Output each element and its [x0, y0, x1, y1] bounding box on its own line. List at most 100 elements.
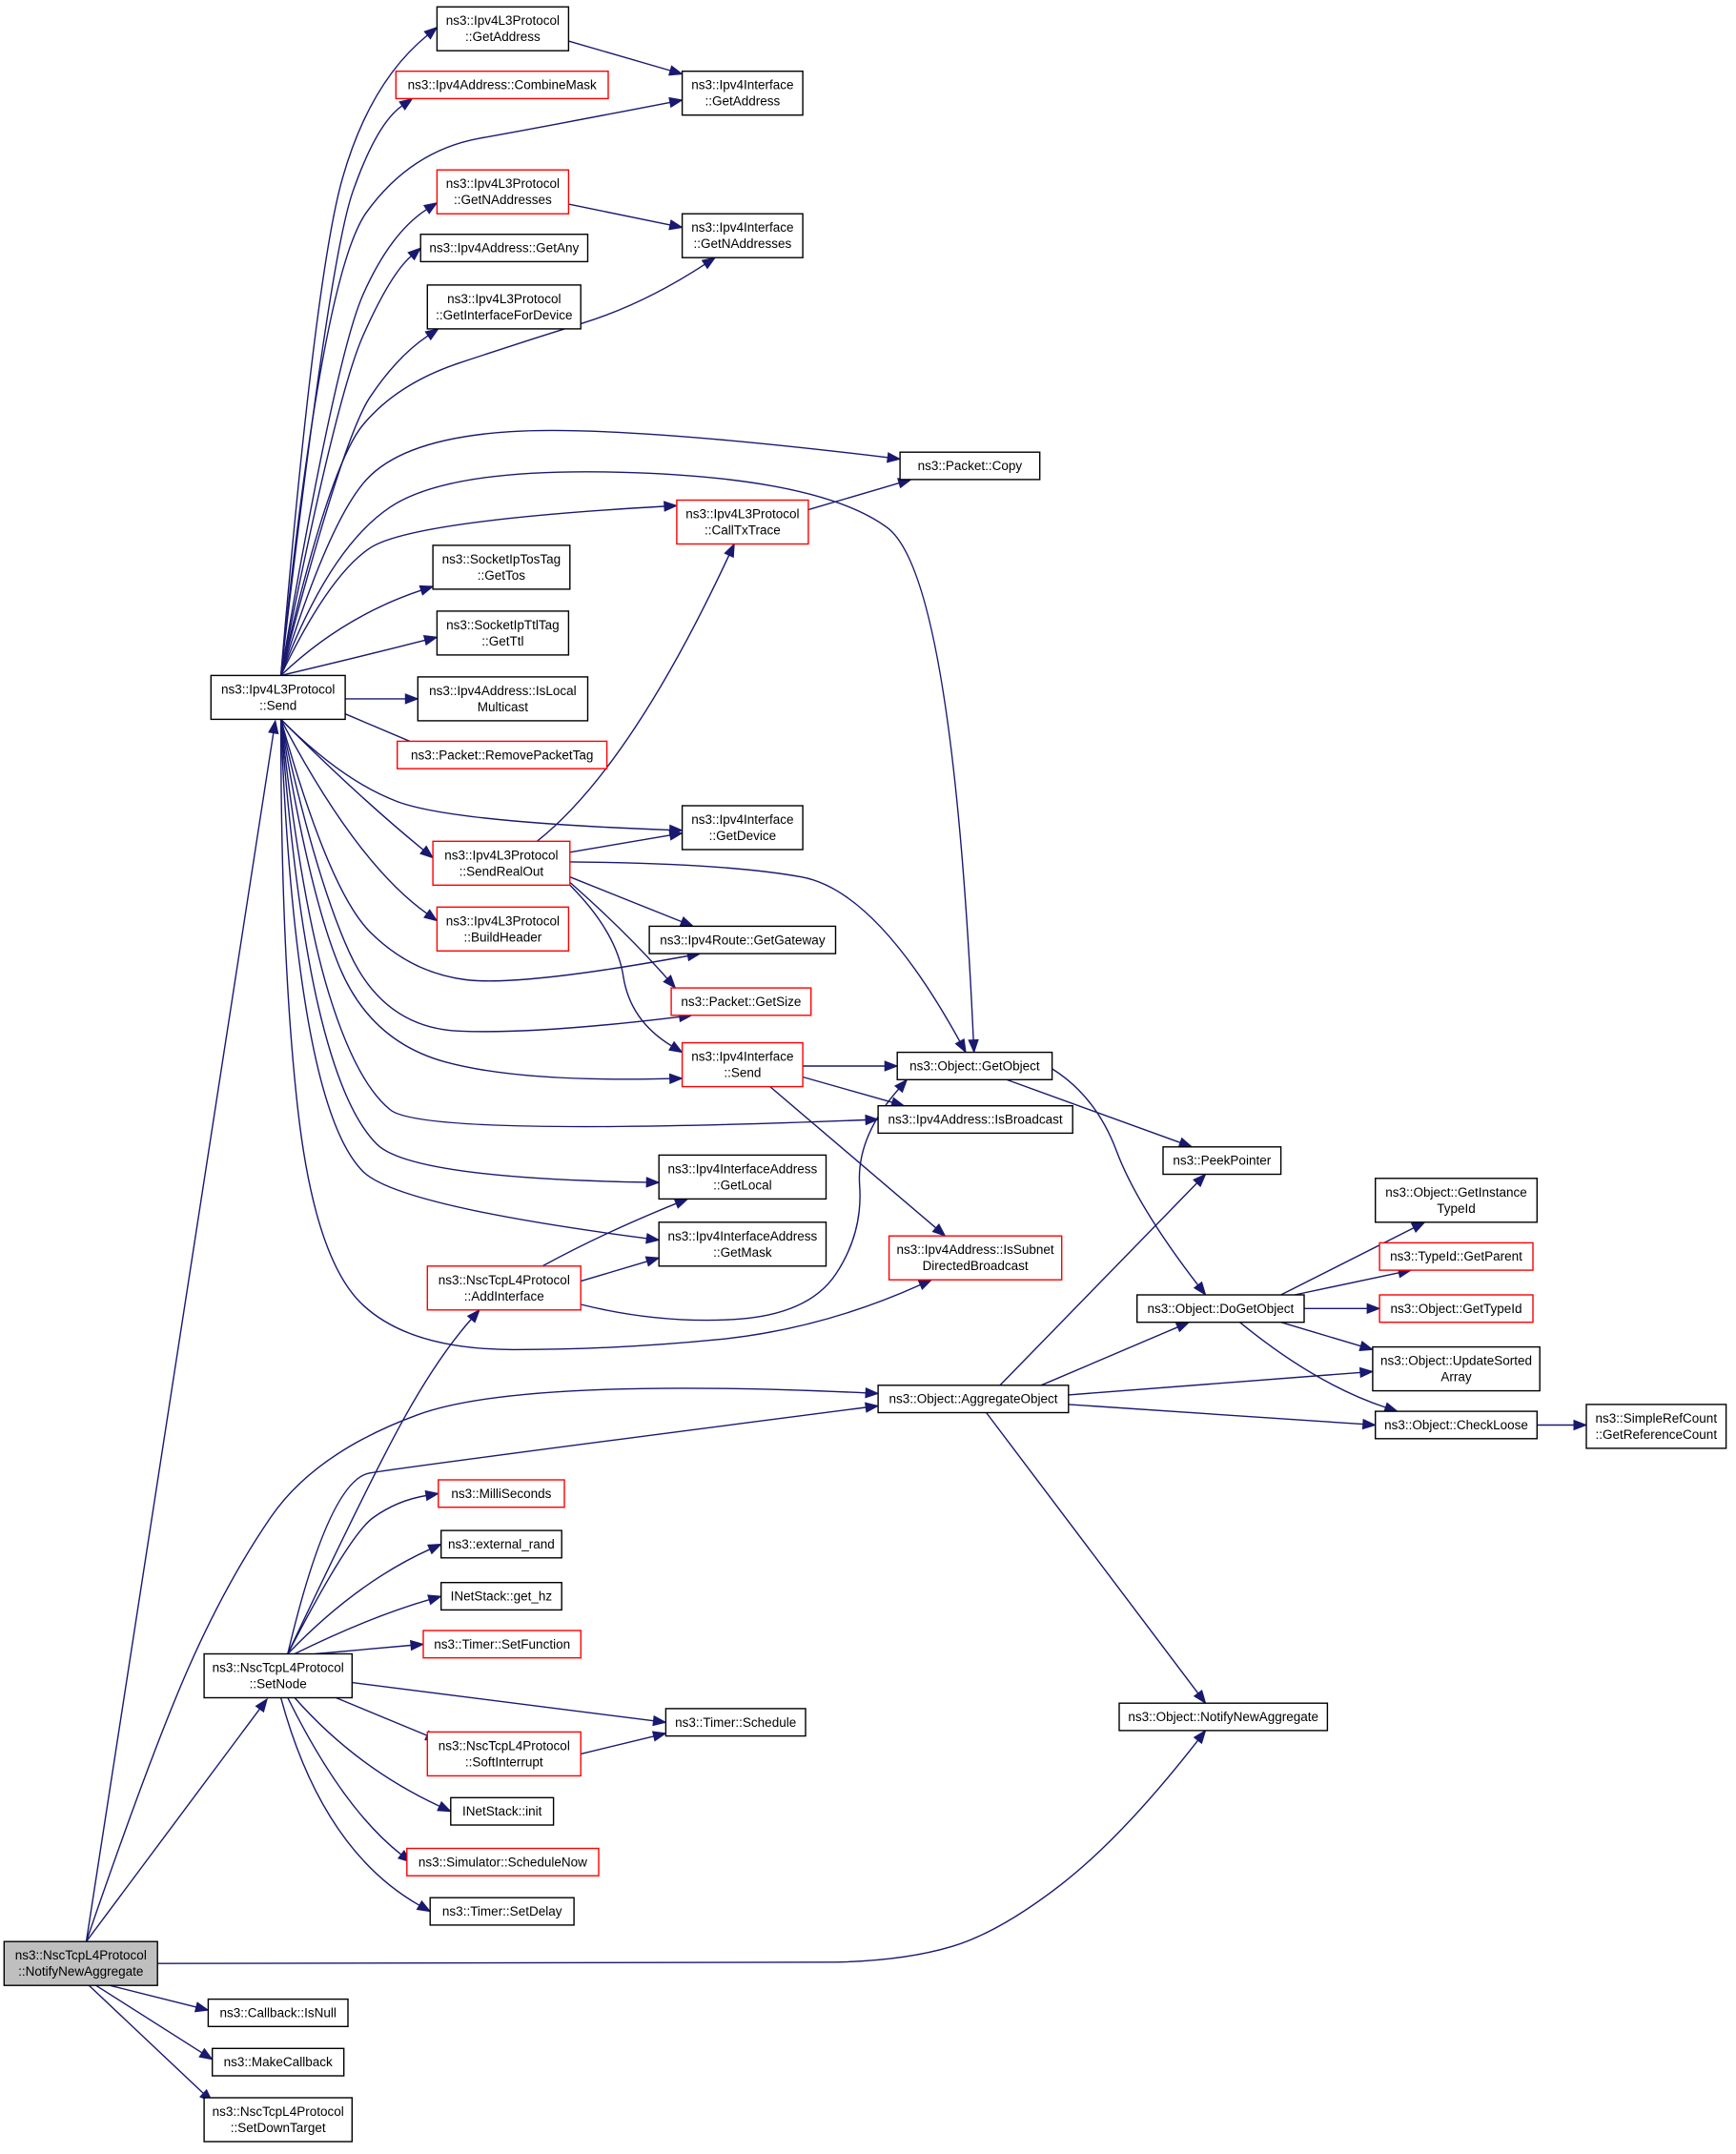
node-checkloose[interactable]: ns3::Object::CheckLoose	[1374, 1410, 1538, 1440]
node-label: ::GetAddress	[705, 94, 781, 109]
node-packet_copy[interactable]: ns3::Packet::Copy	[899, 451, 1041, 481]
node-removepackettag[interactable]: ns3::Packet::RemovePacketTag	[397, 740, 608, 769]
node-inetstack_init[interactable]: INetStack::init	[450, 1796, 555, 1826]
arrowhead-icon	[645, 1177, 661, 1188]
node-packet_getsize[interactable]: ns3::Packet::GetSize	[670, 987, 812, 1016]
node-box	[419, 233, 589, 263]
node-combinemask[interactable]: ns3::Ipv4Address::CombineMask	[395, 70, 609, 100]
edge-ipv4l3_send-to-islocalmulticast	[345, 693, 419, 705]
node-timer_schedule[interactable]: ns3::Timer::Schedule	[664, 1708, 807, 1737]
node-schedulenow[interactable]: ns3::Simulator::ScheduleNow	[406, 1847, 600, 1877]
arrowhead-icon	[255, 1697, 269, 1713]
edge-line	[807, 482, 900, 511]
node-label: INetStack::init	[462, 1804, 542, 1818]
node-sendrealout[interactable]: ns3::Ipv4L3Protocol::SendRealOut	[432, 840, 571, 886]
arrowhead-icon	[931, 1223, 947, 1238]
node-gettypeid[interactable]: ns3::Object::GetTypeId	[1379, 1294, 1534, 1323]
edge-line	[1006, 1078, 1181, 1143]
node-ipv4l3_getaddress[interactable]: ns3::Ipv4L3Protocol::GetAddress	[436, 6, 570, 51]
node-label: ns3::Object::NotifyNewAggregate	[1128, 1710, 1318, 1724]
edge-setnode-to-setdelay	[279, 1697, 432, 1913]
node-aggregateobject[interactable]: ns3::Object::AggregateObject	[877, 1385, 1070, 1414]
node-box	[417, 676, 589, 722]
arrowhead-icon	[668, 219, 684, 231]
node-box	[681, 1041, 804, 1088]
node-box	[1118, 1702, 1329, 1732]
node-getmask[interactable]: ns3::Ipv4InterfaceAddress::GetMask	[658, 1221, 827, 1267]
node-getifacefordevice[interactable]: ns3::Ipv4L3Protocol::GetInterfaceForDevi…	[426, 284, 582, 330]
edge-line	[280, 718, 670, 831]
node-buildheader[interactable]: ns3::Ipv4L3Protocol::BuildHeader	[436, 906, 570, 952]
arrowhead-icon	[1174, 1322, 1191, 1333]
arrowhead-icon	[1177, 1137, 1194, 1148]
node-isnull[interactable]: ns3::Callback::IsNull	[207, 1998, 349, 2028]
edge-line	[287, 1697, 402, 1856]
node-box	[676, 499, 809, 545]
arrowhead-icon	[865, 1402, 880, 1413]
node-getlocal[interactable]: ns3::Ipv4InterfaceAddress::GetLocal	[658, 1154, 827, 1200]
arrowhead-icon	[423, 26, 439, 40]
node-ipv4l3_send[interactable]: ns3::Ipv4L3Protocol::Send	[210, 674, 346, 721]
node-ipv4iface_getnaddresses[interactable]: ns3::Ipv4Interface::GetNAddresses	[681, 213, 804, 258]
edge-line	[279, 1697, 420, 1906]
node-label: ns3::Ipv4L3Protocol	[444, 848, 558, 862]
node-notify[interactable]: ns3::NscTcpL4Protocol::NotifyNewAggregat…	[3, 1940, 158, 1986]
arrowhead-icon	[1366, 1303, 1381, 1315]
edge-line	[287, 1494, 427, 1654]
arrowhead-icon	[644, 1256, 661, 1267]
node-setnode[interactable]: ns3::NscTcpL4Protocol::SetNode	[203, 1652, 354, 1699]
edge-setnode-to-milliseconds	[287, 1489, 440, 1654]
node-softinterrupt[interactable]: ns3::NscTcpL4Protocol::SoftInterrupt	[426, 1731, 582, 1777]
node-makecallback[interactable]: ns3::MakeCallback	[211, 2047, 345, 2077]
node-get_hz[interactable]: INetStack::get_hz	[440, 1581, 562, 1611]
node-box	[1585, 1404, 1727, 1449]
node-label: ns3::Callback::IsNull	[220, 2006, 337, 2021]
edge-line	[352, 1681, 654, 1722]
edge-setnode-to-schedulenow	[287, 1697, 413, 1863]
node-box	[440, 1581, 562, 1611]
edge-ipv4l3_send-to-calltxtrace	[279, 501, 679, 676]
node-setdelay[interactable]: ns3::Timer::SetDelay	[429, 1897, 575, 1926]
node-getany[interactable]: ns3::Ipv4Address::GetAny	[419, 233, 589, 263]
arrowhead-icon	[427, 1543, 442, 1555]
arrowhead-icon	[673, 1198, 689, 1209]
node-setdowntarget[interactable]: ns3::NscTcpL4Protocol::SetDownTarget	[203, 2097, 354, 2143]
edge-line	[1280, 1322, 1361, 1347]
node-getttl[interactable]: ns3::SocketIpTtlTag::GetTtl	[436, 610, 570, 656]
node-ipv4iface_getdevice[interactable]: ns3::Ipv4Interface::GetDevice	[681, 805, 804, 851]
node-object_notify[interactable]: ns3::Object::NotifyNewAggregate	[1118, 1702, 1329, 1732]
node-getreferencecount[interactable]: ns3::SimpleRefCount::GetReferenceCount	[1585, 1404, 1727, 1449]
node-addinterface[interactable]: ns3::NscTcpL4Protocol::AddInterface	[426, 1265, 582, 1311]
node-isbroadcast[interactable]: ns3::Ipv4Address::IsBroadcast	[877, 1104, 1073, 1135]
node-ipv4iface_getaddress[interactable]: ns3::Ipv4Interface::GetAddress	[681, 70, 804, 116]
node-label: ns3::Ipv4Interface	[691, 1050, 793, 1064]
arrowhead-icon	[423, 909, 439, 922]
edge-sendrealout-to-calltxtrace	[536, 543, 735, 842]
node-box	[3, 1940, 158, 1986]
call-graph-edges	[85, 26, 1588, 2103]
node-milliseconds[interactable]: ns3::MilliSeconds	[438, 1479, 565, 1508]
node-setfunction[interactable]: ns3::Timer::SetFunction	[422, 1630, 582, 1659]
edge-line	[1052, 1068, 1199, 1286]
node-ipv4iface_send[interactable]: ns3::Ipv4Interface::Send	[681, 1041, 804, 1088]
node-typeid_getparent[interactable]: ns3::TypeId::GetParent	[1379, 1241, 1534, 1271]
node-dogetobject[interactable]: ns3::Object::DoGetObject	[1135, 1294, 1305, 1323]
node-label: ns3::Simulator::ScheduleNow	[419, 1855, 587, 1869]
node-calltxtrace[interactable]: ns3::Ipv4L3Protocol::CallTxTrace	[676, 499, 809, 545]
node-external_rand[interactable]: ns3::external_rand	[440, 1529, 562, 1559]
node-getobject[interactable]: ns3::Object::GetObject	[896, 1051, 1053, 1080]
edge-line	[85, 1708, 260, 1942]
node-peekpointer[interactable]: ns3::PeekPointer	[1162, 1146, 1282, 1176]
edge-line	[802, 1076, 893, 1103]
node-getgateway[interactable]: ns3::Ipv4Route::GetGateway	[648, 925, 837, 954]
arrowhead-icon	[1358, 1366, 1375, 1379]
node-issubnetdb[interactable]: ns3::Ipv4Address::IsSubnetDirectedBroadc…	[888, 1235, 1063, 1281]
node-ipv4l3_getnaddresses[interactable]: ns3::Ipv4L3Protocol::GetNAddresses	[436, 169, 570, 215]
edge-sendrealout-to-ipv4iface_send	[569, 884, 684, 1054]
edge-ipv4iface_send-to-issubnetdb	[769, 1085, 947, 1238]
node-gettos[interactable]: ns3::SocketIpTosTag::GetTos	[432, 544, 571, 590]
node-label: ::Send	[724, 1066, 761, 1080]
